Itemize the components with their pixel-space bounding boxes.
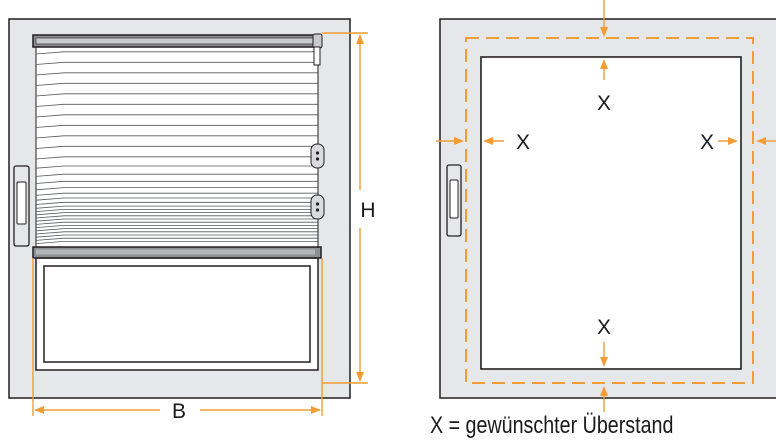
overlap-label-right: X (700, 131, 714, 154)
pleat-line (35, 165, 318, 169)
pleat-line (35, 103, 318, 107)
pleat-line (35, 82, 318, 86)
pleat-line (35, 205, 318, 209)
pleat-line (35, 192, 318, 196)
pleat-lines (35, 51, 318, 244)
pleat-line (35, 231, 318, 235)
overlap-label-bottom: X (597, 316, 611, 339)
pleat-line (35, 212, 318, 216)
pleat-line (35, 72, 318, 76)
pleat-line (35, 135, 318, 139)
cord-clip-top (313, 46, 321, 66)
width-dimension (32, 258, 323, 416)
width-label: B (172, 400, 186, 423)
height-label: H (360, 199, 375, 222)
window-with-pleated-blind: B H (8, 18, 376, 423)
window-pane-right (480, 56, 742, 370)
blind-outline-dashed (465, 37, 754, 384)
pleat-line (35, 237, 318, 241)
pleat-line (35, 187, 318, 191)
head-rail-inner (35, 37, 316, 45)
pleat-line (35, 234, 318, 238)
window-handle-icon-right (446, 164, 462, 237)
pleat-line (35, 51, 318, 55)
pleat-line (35, 173, 318, 177)
pleat-line (35, 156, 318, 160)
rail-end-cap (312, 33, 323, 49)
pleat-line (35, 218, 318, 222)
pleat-line (35, 197, 318, 201)
handle-clip-lower (310, 194, 325, 220)
overlap-label-top: X (597, 92, 611, 115)
overlap-label-left: X (516, 131, 530, 154)
pleat-line (35, 180, 318, 184)
pleat-line (35, 221, 318, 225)
window-overlap-diagram: X X X X (436, 0, 776, 412)
pleat-line (35, 145, 318, 149)
handle-clip-upper (310, 143, 325, 169)
window-handle-icon (13, 165, 30, 247)
overlap-caption: X = gewünschter Überstand (430, 412, 674, 439)
pleat-line (35, 124, 318, 128)
pleat-line (35, 209, 318, 212)
pleated-fabric (35, 46, 319, 248)
pleat-line (35, 93, 318, 97)
window-pane-inner (43, 265, 311, 363)
pleat-line (35, 228, 318, 232)
pleat-line (35, 241, 318, 244)
pleat-line (35, 114, 318, 118)
pleat-line (35, 215, 318, 219)
pleat-line (35, 201, 318, 205)
pleat-line (35, 61, 318, 65)
overlap-arrows (436, 0, 776, 412)
pleat-line (35, 225, 318, 228)
height-dimension (322, 32, 368, 384)
bottom-rail-inner (36, 249, 315, 255)
